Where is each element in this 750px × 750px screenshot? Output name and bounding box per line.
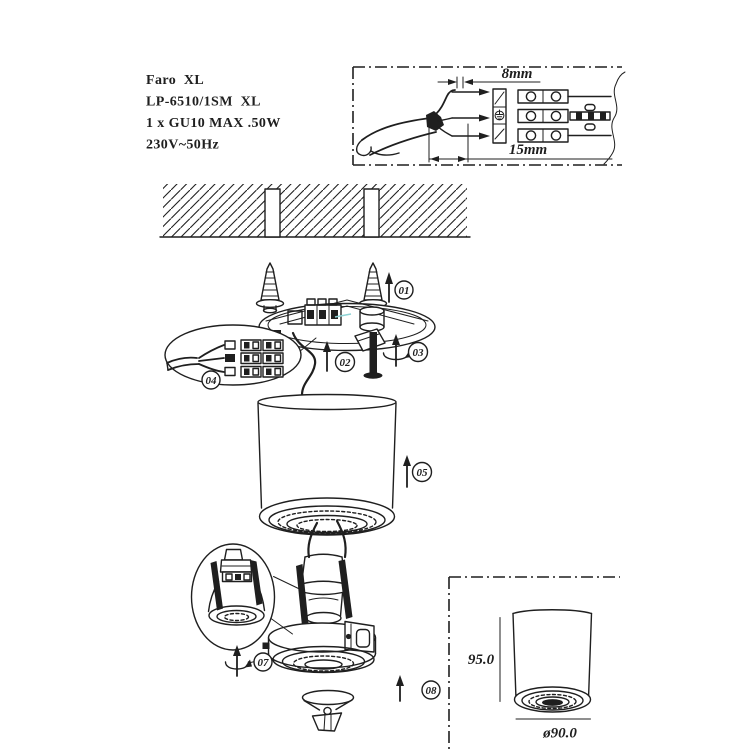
spacer-cylinder xyxy=(359,306,385,332)
terminal-block-on-plate xyxy=(287,298,342,326)
step-05-label: 05 xyxy=(417,467,429,479)
strip-length-dimension: 8mm xyxy=(437,66,541,89)
step-08-label: 08 xyxy=(426,685,438,697)
lamp-pin xyxy=(250,560,263,606)
wall-anchor xyxy=(255,262,285,314)
step-07: 07 xyxy=(224,645,273,677)
step-07-label: 07 xyxy=(258,657,270,669)
socket-assembly xyxy=(296,553,353,626)
step-03: 03 xyxy=(382,334,429,367)
step-01-label: 01 xyxy=(399,285,410,297)
product-voltage: 230V~50Hz xyxy=(146,138,219,153)
height-dimension: 95.0 xyxy=(468,617,501,702)
strip-length-label: 8mm xyxy=(502,66,533,82)
ceiling-hatch xyxy=(163,184,467,237)
terminal-strip xyxy=(492,88,507,144)
highlight-mark xyxy=(334,313,352,318)
drill-hole xyxy=(264,188,281,238)
callout-terminal-rows xyxy=(240,339,284,378)
lamp-wire xyxy=(335,519,347,559)
mains-cable xyxy=(291,331,317,397)
sheath-length-dimension: 15mm xyxy=(428,123,613,163)
terminal-blocks xyxy=(517,71,626,165)
earth-symbol-icon xyxy=(494,109,505,121)
product-lamp: 1 x GU10 MAX .50W xyxy=(146,116,281,131)
break-line xyxy=(603,83,618,165)
mounting-screw xyxy=(363,332,383,379)
mounting-plate xyxy=(258,298,436,397)
step-08: 08 xyxy=(396,675,441,702)
sheath-cut-mark xyxy=(426,111,444,131)
wiring-detail-inset: 8mm xyxy=(352,66,626,166)
spring-clip xyxy=(296,564,309,626)
terminal-block-row xyxy=(517,128,612,143)
fixture-outline xyxy=(512,609,593,713)
cable-drawing xyxy=(355,89,456,157)
lamp-wire xyxy=(307,521,319,559)
height-label: 95.0 xyxy=(468,652,495,668)
step-03-label: 03 xyxy=(413,347,425,359)
step-02: 02 xyxy=(323,341,356,373)
lamp-callout xyxy=(190,543,300,651)
ring-tab xyxy=(262,642,270,649)
diameter-label: ø90.0 xyxy=(542,726,577,742)
product-info: Faro XL LP-6510/1SM XL 1 x GU10 MAX .50W… xyxy=(146,73,281,153)
terminal-block-row xyxy=(517,108,611,124)
sheath-length-label: 15mm xyxy=(509,142,547,158)
step-04-label: 04 xyxy=(206,375,218,387)
trim-ring-assembly xyxy=(262,620,377,674)
diameter-dimension: ø90.0 xyxy=(515,718,591,742)
ring-latch-box xyxy=(344,620,375,653)
inset-border xyxy=(352,66,622,166)
ceiling-cross-section xyxy=(159,184,471,238)
product-model: LP-6510/1SM XL xyxy=(146,95,261,110)
spring-clip xyxy=(338,559,353,619)
product-name: Faro XL xyxy=(146,73,204,88)
terminal-block-row xyxy=(517,89,612,104)
dimensions-inset: 95.0 ø90.0 xyxy=(448,576,620,750)
wiring-callout: 04 xyxy=(164,324,317,390)
step-05: 05 xyxy=(403,455,433,488)
wire-insert-arrows xyxy=(451,88,490,140)
wall-anchors xyxy=(255,262,388,314)
gu10-lamp xyxy=(207,548,266,626)
step-02-label: 02 xyxy=(340,357,352,369)
step-01: 01 xyxy=(385,272,414,303)
cover-piece xyxy=(301,689,355,732)
lamp-pin xyxy=(210,561,223,611)
drill-hole xyxy=(363,188,380,238)
cylinder-housing xyxy=(257,393,397,559)
